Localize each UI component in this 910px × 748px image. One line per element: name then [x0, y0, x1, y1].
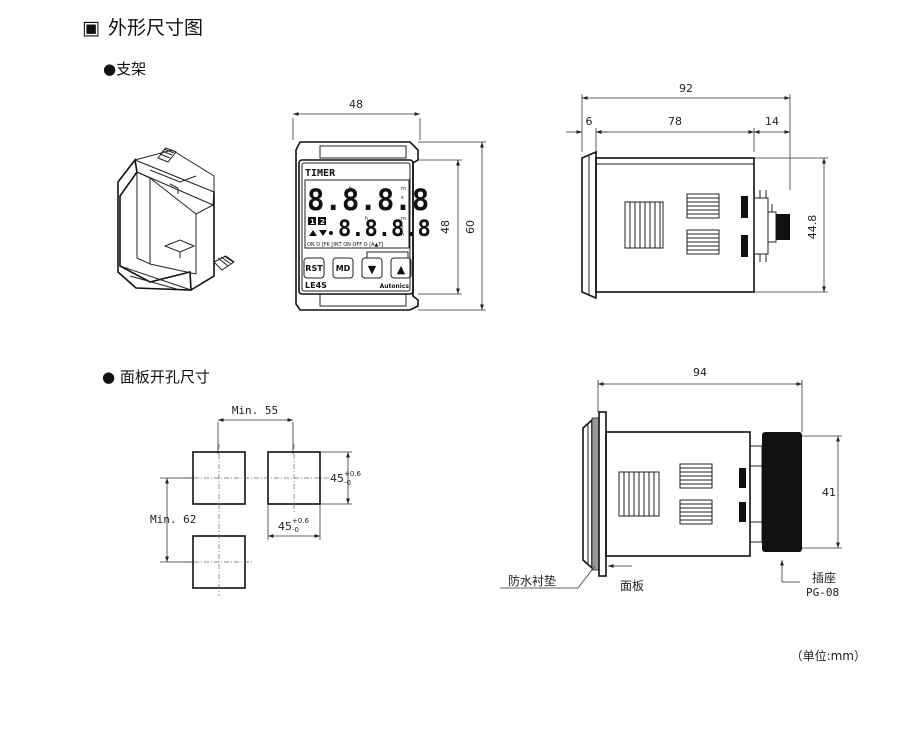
down-button [361, 257, 383, 279]
socket-model: PG-08 [806, 586, 839, 599]
socket-label: 插座 [812, 570, 836, 585]
cutout-min-v: Min. 62 [150, 513, 196, 526]
cutout-tol-minus-v: -0 [344, 479, 351, 487]
maker-label: Autonics [380, 283, 410, 290]
display-top: 8.8.8.8 [307, 183, 429, 217]
mount-height-dim: 41 [822, 486, 836, 499]
cutout-size-h: 45 [278, 520, 292, 533]
unit-h-bottom-2: h [401, 232, 404, 238]
socket-block [762, 432, 802, 552]
side-body-dim: 78 [668, 115, 682, 128]
side-view: 92 6 78 14 [566, 82, 828, 300]
down-arrow-icon: ▼ [368, 263, 377, 276]
up-button [390, 257, 412, 279]
cutout-tol-plus-v: +0.6 [344, 470, 362, 478]
brand-label: TIMER [305, 168, 336, 179]
unit-s-top-right: s [401, 195, 404, 201]
main-title: 外形尺寸图 [108, 17, 203, 39]
unit-m-top: m [349, 195, 354, 201]
panel-label: 面板 [620, 579, 644, 593]
up-triangle-icon [309, 230, 317, 236]
panel-cutout: Min. 55 Min. 62 45 +0.6 -0 45 +0.6 -0 [150, 404, 362, 596]
cutout-tol-minus-h: -0 [292, 526, 299, 534]
mount-total-dim: 94 [693, 366, 707, 379]
cutout-tol-plus-h: +0.6 [292, 517, 310, 525]
front-width-dim: 48 [349, 98, 363, 111]
md-button [332, 257, 354, 279]
side-front-dim: 6 [586, 115, 593, 128]
rst-label: RST [305, 264, 323, 273]
front-inner-height-dim: 48 [439, 220, 452, 234]
gasket-label: 防水衬垫 [508, 573, 556, 588]
unit-h-top: h [349, 186, 352, 192]
indicator-2-box [318, 217, 326, 225]
mount-vent-fins [618, 471, 660, 517]
unit-s-bottom: s [401, 224, 404, 230]
side-slots [686, 193, 720, 255]
unit-h-bottom: h [365, 216, 368, 222]
front-outer-height-dim: 60 [464, 220, 477, 234]
side-height-dim: 44.8 [806, 215, 819, 240]
cutout-title: ● 面板开孔尺寸 [102, 368, 210, 386]
indicator-2: 2 [320, 218, 325, 226]
unit-h-top-right: h [401, 204, 404, 210]
mounted-view: 94 [500, 366, 842, 599]
display-bottom: 8.8.8.8 [338, 217, 431, 242]
unit-m-bottom: m [401, 216, 406, 222]
mount-slots [679, 463, 713, 525]
indicator-1: 1 [310, 218, 315, 226]
side-total-dim: 92 [679, 82, 693, 95]
front-view: 48 TIMER 8.8.8.8 h m m s h 1 2 8.8.8.8 h… [292, 98, 486, 311]
dot-icon [329, 231, 333, 235]
model-label: LE4S [305, 281, 327, 290]
side-vent-fins [624, 201, 664, 249]
down-triangle-icon [319, 230, 327, 236]
up-arrow-icon: ▲ [397, 263, 406, 276]
cutout-size-v: 45 [330, 472, 344, 485]
unit-note: （单位:mm） [791, 648, 866, 663]
md-label: MD [336, 264, 351, 273]
status-row: ON D [FK [INT ON OFF D [A▲T] [307, 242, 383, 248]
bracket-illustration [117, 147, 235, 291]
rst-button [303, 257, 325, 279]
section-marker-icon: ▣ [82, 17, 100, 39]
side-rear-dim: 14 [765, 115, 779, 128]
bracket-title: ●支架 [103, 60, 146, 78]
unit-m-top-right: m [401, 186, 406, 192]
indicator-1-box [308, 217, 316, 225]
cutout-min-h: Min. 55 [232, 404, 278, 417]
